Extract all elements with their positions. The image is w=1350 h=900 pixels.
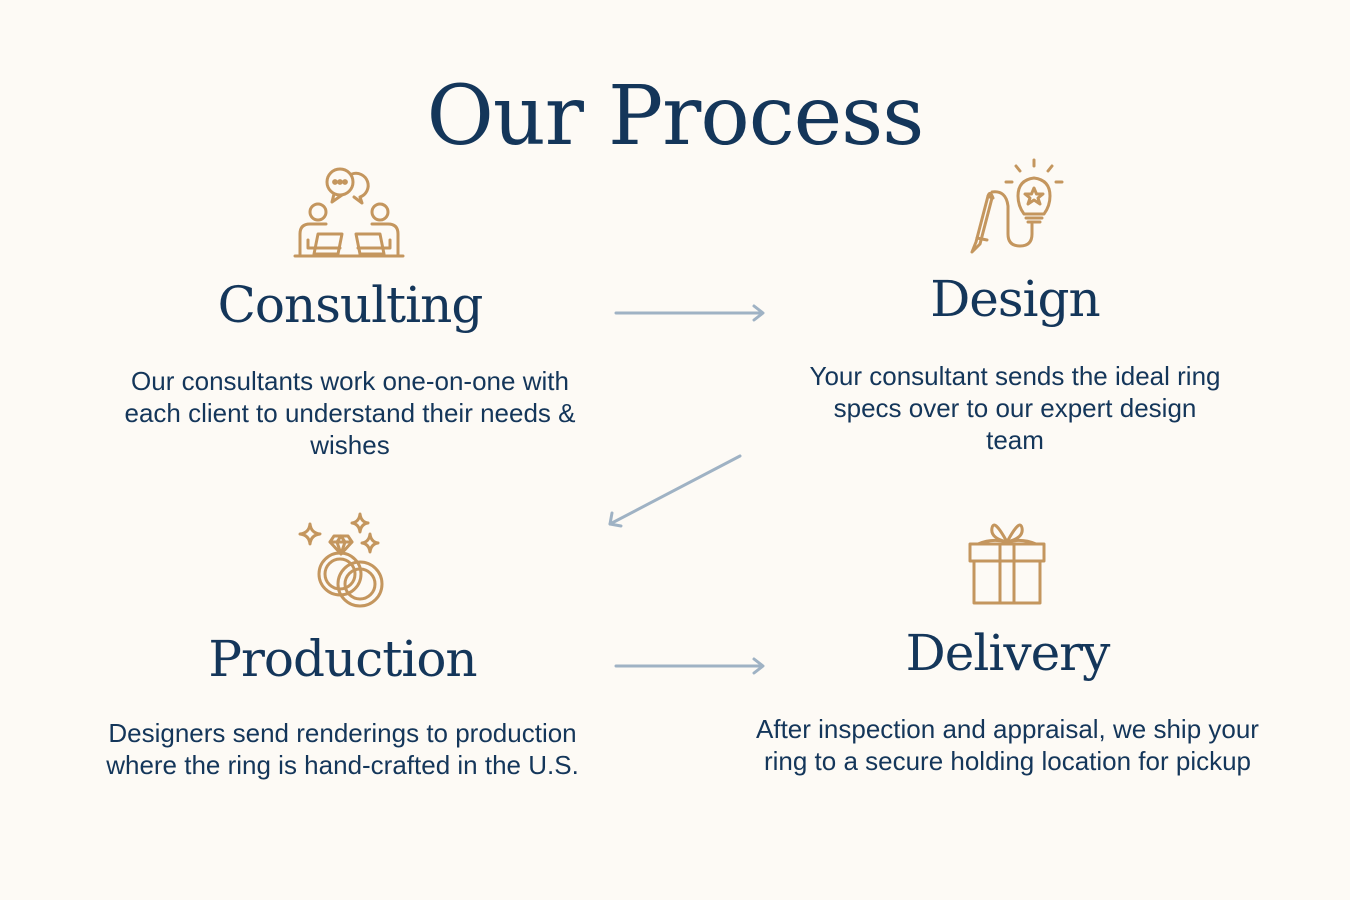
rings-icon: [298, 512, 384, 608]
step-description: Your consultant sends the ideal ring spe…: [809, 361, 1221, 455]
step-delivery: Delivery After inspection and appraisal,…: [730, 626, 1285, 777]
page-title: Our Process: [426, 69, 925, 164]
step-consulting: Consulting Our consultants work one-on-o…: [100, 278, 600, 461]
pencil-lightbulb-icon: [970, 158, 1064, 254]
step-heading: Consulting: [217, 276, 484, 334]
arrow-production-to-delivery: [614, 657, 765, 675]
step-heading: Delivery: [905, 624, 1111, 682]
step-description: Designers send renderings to production …: [106, 718, 579, 780]
arrow-consulting-to-design: [614, 304, 765, 322]
step-production: Production Designers send renderings to …: [70, 632, 615, 781]
step-heading: Production: [208, 630, 477, 688]
arrow-design-to-production: [608, 454, 742, 528]
consultation-icon: [293, 167, 405, 258]
step-design: Design Your consultant sends the ideal r…: [765, 272, 1265, 456]
step-description: After inspection and appraisal, we ship …: [756, 714, 1259, 776]
step-heading: Design: [930, 270, 1101, 328]
step-description: Our consultants work one-on-one with eac…: [124, 366, 576, 460]
gift-icon: [968, 523, 1046, 605]
